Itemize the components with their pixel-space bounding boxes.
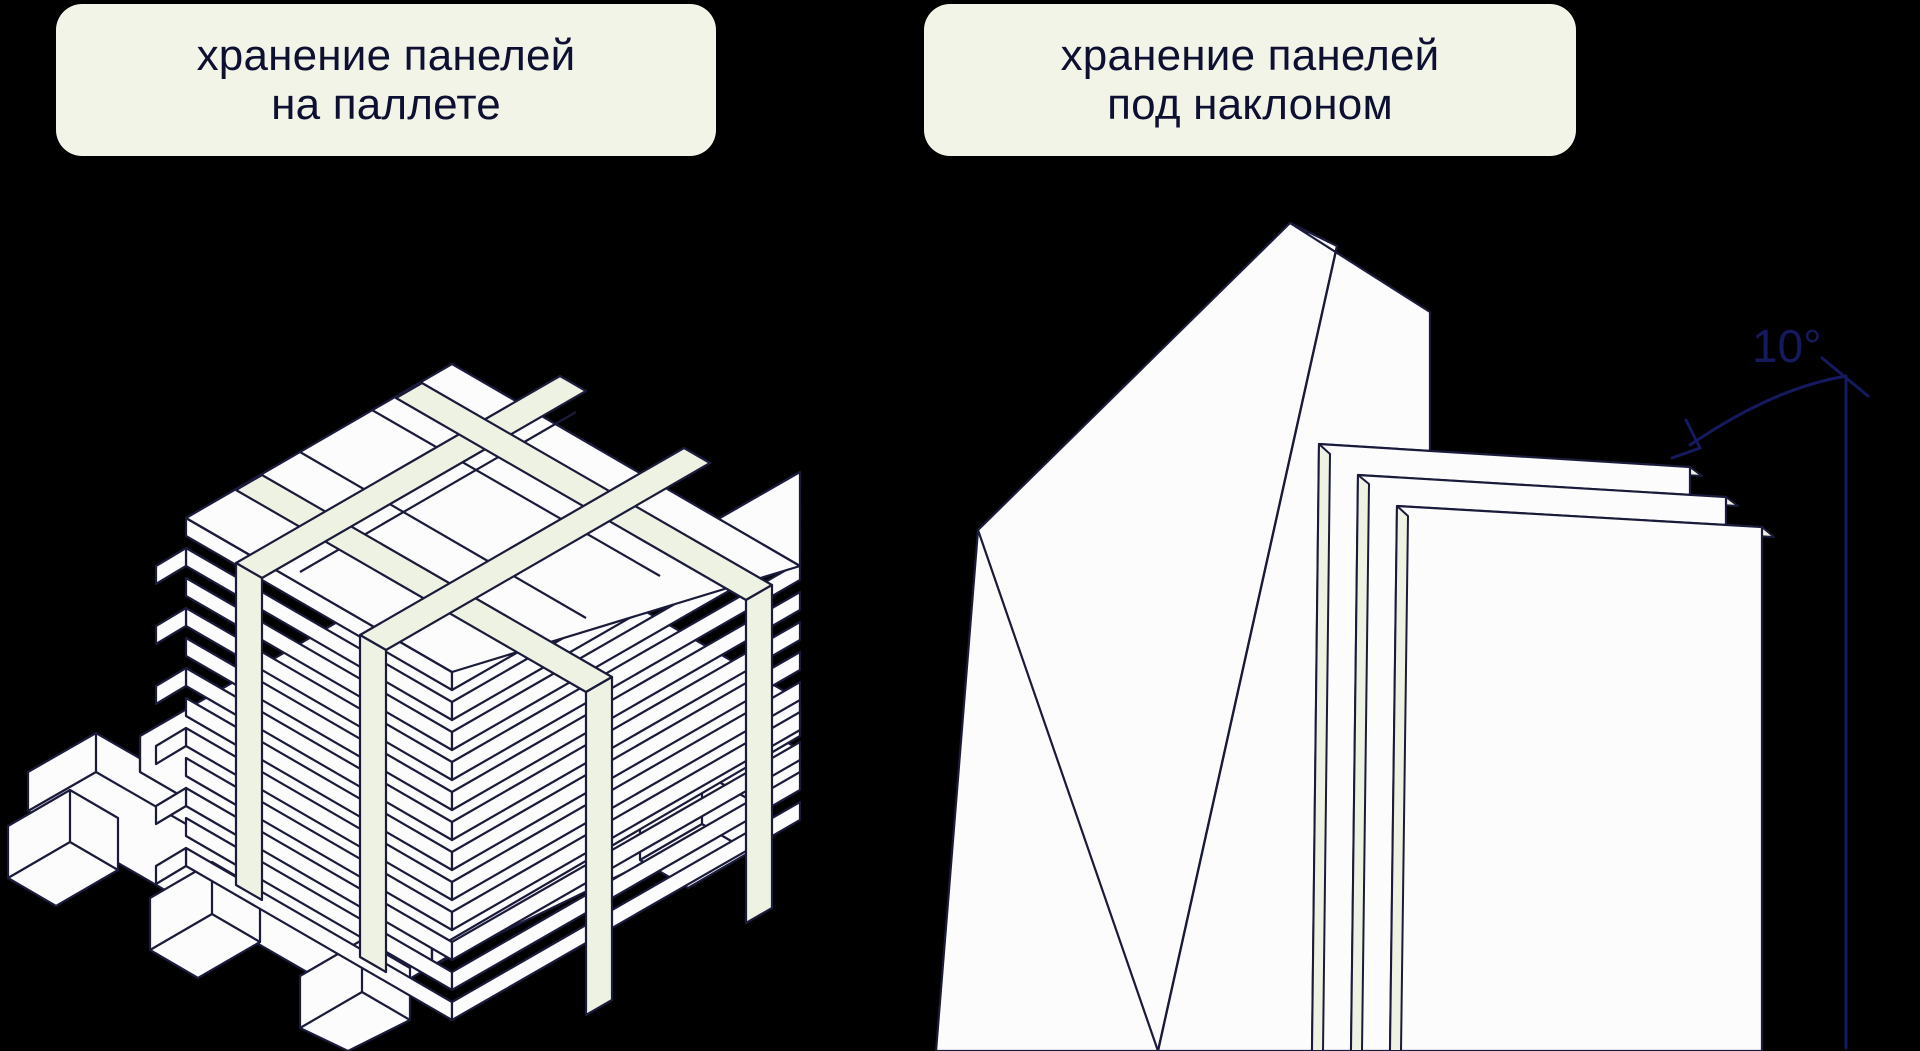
label-pill-pallet: хранение панелей на паллете bbox=[56, 4, 716, 156]
strapping-bands bbox=[234, 374, 774, 1017]
leaning-panel-4 bbox=[1388, 504, 1775, 1051]
angle-value-label: 10° bbox=[1752, 320, 1822, 372]
angle-arrowhead bbox=[1670, 418, 1703, 460]
angle-arc bbox=[1688, 374, 1848, 447]
panel-stack-top bbox=[184, 362, 802, 674]
illustration-tilted-panels: 10° bbox=[900, 200, 1920, 1051]
label-pill-pallet-text: хранение панелей на паллете bbox=[196, 30, 576, 129]
label-pill-tilted: хранение панелей под наклоном bbox=[924, 4, 1576, 156]
angle-annotation: 10° bbox=[1670, 320, 1870, 1050]
label-pill-tilted-text: хранение панелей под наклоном bbox=[1060, 30, 1440, 129]
illustration-pallet bbox=[0, 180, 802, 1051]
